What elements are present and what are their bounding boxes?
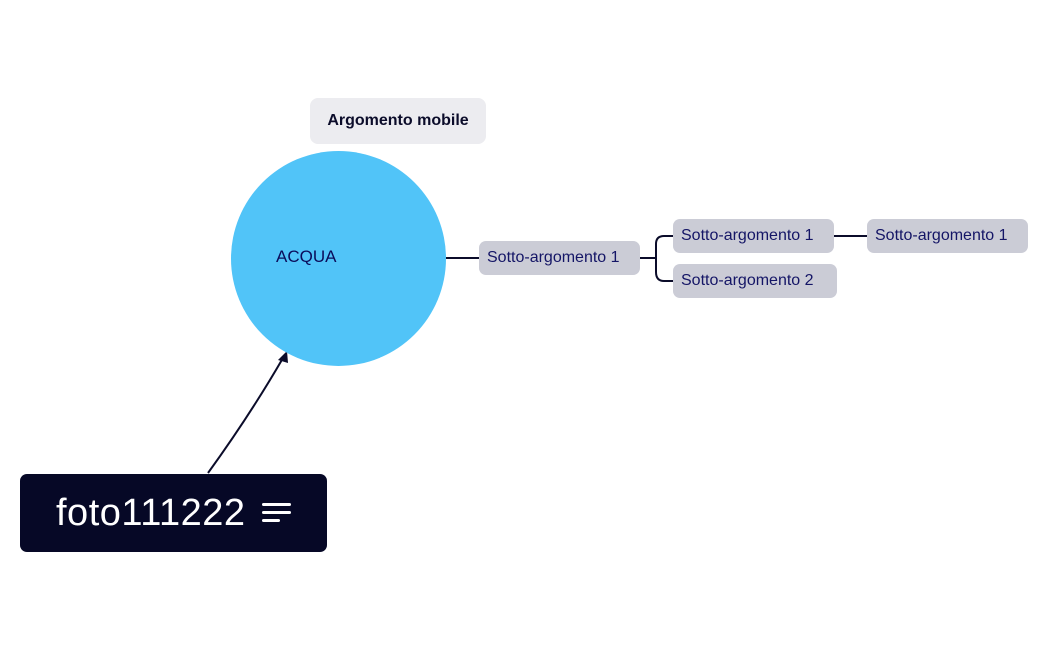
subtopic-label: Sotto-argomento 2 [681,272,814,289]
subtopic-label: Sotto-argomento 1 [875,227,1008,244]
central-topic-label: ACQUA [276,247,337,266]
notes-icon[interactable] [261,501,292,525]
floating-topic-label: Argomento mobile [327,112,469,129]
subtopic-level3[interactable]: Sotto-argomento 1 [867,219,1028,253]
photo-label-node[interactable]: foto111222 [20,474,327,552]
relationship-arrow[interactable] [207,357,284,474]
central-topic[interactable]: ACQUA [231,151,446,366]
subtopic-level2-second[interactable]: Sotto-argomento 2 [673,264,837,298]
connector-sub1-to-children [640,235,673,282]
subtopic-label: Sotto-argomento 1 [487,249,620,266]
subtopic-label: Sotto-argomento 1 [681,227,814,244]
subtopic-level1[interactable]: Sotto-argomento 1 [479,241,640,275]
subtopic-level2-first[interactable]: Sotto-argomento 1 [673,219,834,253]
photo-label-text: foto111222 [56,491,246,534]
floating-topic[interactable]: Argomento mobile [310,98,486,144]
